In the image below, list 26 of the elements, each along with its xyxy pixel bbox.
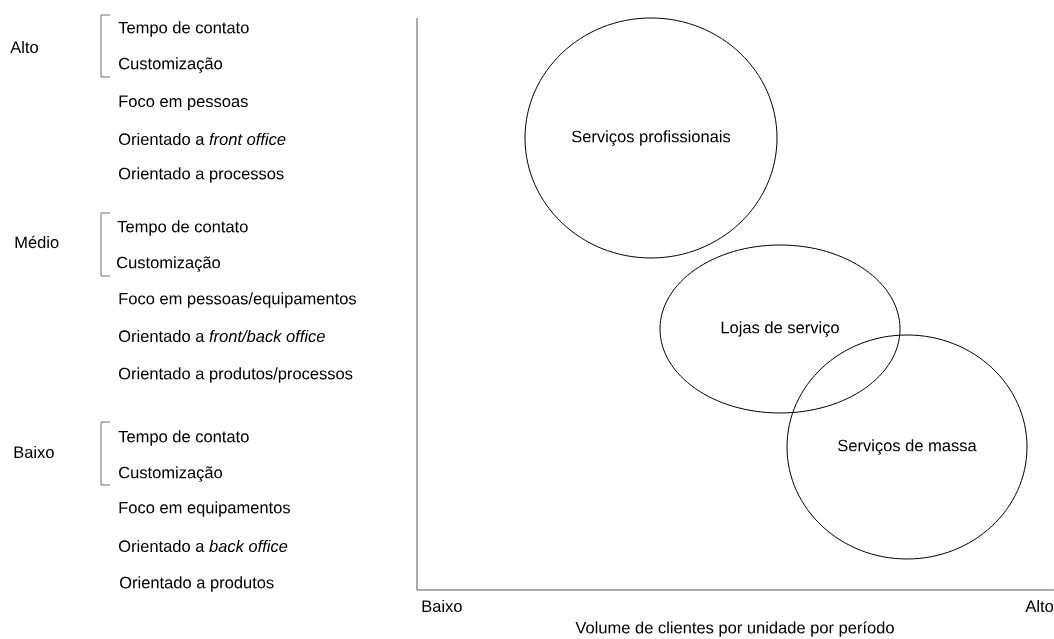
- axis-title: Volume de clientes por unidade por período: [575, 621, 894, 637]
- attribute-text: Tempo de contato: [117, 220, 248, 236]
- attribute-text: Orientado a produtos: [120, 576, 274, 592]
- level-label: Médio: [15, 235, 59, 249]
- ellipse: [659, 244, 901, 414]
- level-label: Alto: [10, 40, 38, 54]
- attribute-text: Customização: [119, 57, 223, 73]
- attribute-text: Customização: [119, 466, 223, 482]
- axis-tick-label: Baixo: [422, 599, 462, 613]
- ellipse: [524, 17, 778, 259]
- attribute-text: Tempo de contato: [118, 430, 249, 446]
- ellipse-label: Serviços profissionais: [572, 130, 731, 146]
- axis-tick-label: Alto: [1025, 599, 1054, 613]
- attribute-text: Orientado a front/back office: [119, 329, 325, 343]
- ellipse-label: Serviços de massa: [838, 439, 977, 455]
- attribute-text: Foco em pessoas: [119, 95, 248, 111]
- attribute-text: Tempo de contato: [118, 21, 249, 37]
- attribute-text: Orientado a back office: [119, 539, 288, 553]
- attribute-text: Orientado a produtos/processos: [119, 367, 353, 383]
- attribute-text: Orientado a front office: [119, 132, 286, 146]
- level-label: Baixo: [14, 445, 54, 459]
- attribute-text: Orientado a processos: [119, 167, 284, 183]
- attribute-text: Customização: [117, 256, 221, 272]
- attribute-text: Foco em pessoas/equipamentos: [119, 292, 357, 308]
- attribute-text: Foco em equipamentos: [119, 501, 290, 517]
- ellipse-label: Lojas de serviço: [721, 321, 839, 337]
